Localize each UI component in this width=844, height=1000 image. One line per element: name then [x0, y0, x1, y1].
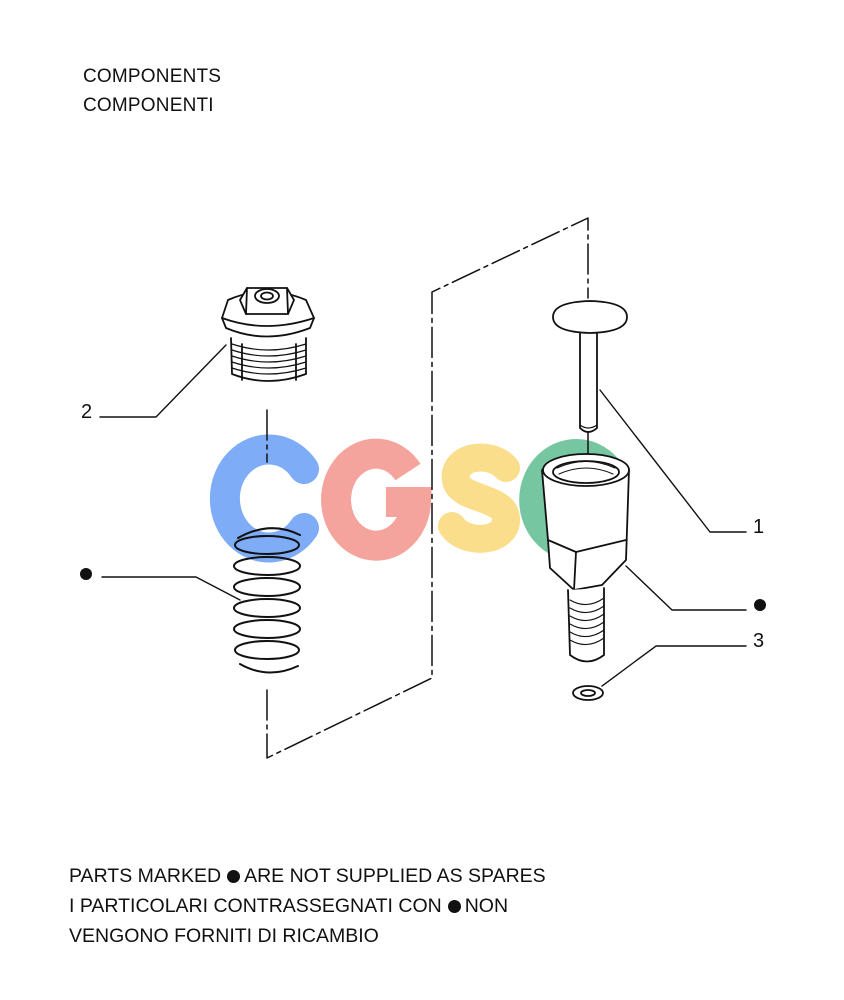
watermark-letter-c-blue	[209, 434, 319, 563]
note-line-1-end: ARE NOT SUPPLIED AS SPARES	[244, 865, 546, 887]
note-line-3: VENGONO FORNITI DI RICAMBIO	[69, 925, 379, 947]
callout-label-3: 3	[753, 630, 764, 652]
not-supplied-marker-body	[754, 599, 766, 611]
washer-part	[572, 685, 604, 701]
spare-parts-note: PARTS MARKED ARE NOT SUPPLIED AS SPARES I…	[69, 861, 546, 951]
note-line-2: I PARTICOLARI CONTRASSEGNATI CON NON	[69, 891, 546, 921]
leader-line-item-2	[99, 344, 227, 418]
leader-line-body	[625, 565, 747, 611]
watermark-letter-g-red	[321, 438, 432, 561]
watermark-letter-s-yellow	[438, 443, 520, 553]
bullet-marker-icon	[447, 900, 461, 913]
leader-line-item-3	[601, 645, 747, 687]
spring-part	[233, 527, 301, 674]
note-line-1-start: PARTS MARKED	[69, 865, 222, 887]
note-line-2-start: I PARTICOLARI CONTRASSEGNATI CON	[69, 895, 442, 917]
not-supplied-marker-spring	[80, 568, 92, 580]
plug-screw-part	[221, 287, 315, 382]
title-english: COMPONENTS	[83, 66, 222, 87]
leader-line-spring	[101, 576, 241, 601]
title-italian: COMPONENTI	[83, 95, 214, 116]
page-title: COMPONENTS COMPONENTI	[83, 62, 221, 120]
valve-seat-body-part	[541, 453, 630, 663]
callout-label-1: 1	[753, 516, 764, 538]
valve-part	[552, 300, 628, 433]
callout-label-2: 2	[81, 401, 92, 423]
leader-line-item-1	[599, 389, 747, 533]
note-line-1: PARTS MARKED ARE NOT SUPPLIED AS SPARES	[69, 861, 546, 891]
note-line-2-end: NON	[464, 895, 509, 917]
bullet-marker-icon	[227, 870, 241, 883]
